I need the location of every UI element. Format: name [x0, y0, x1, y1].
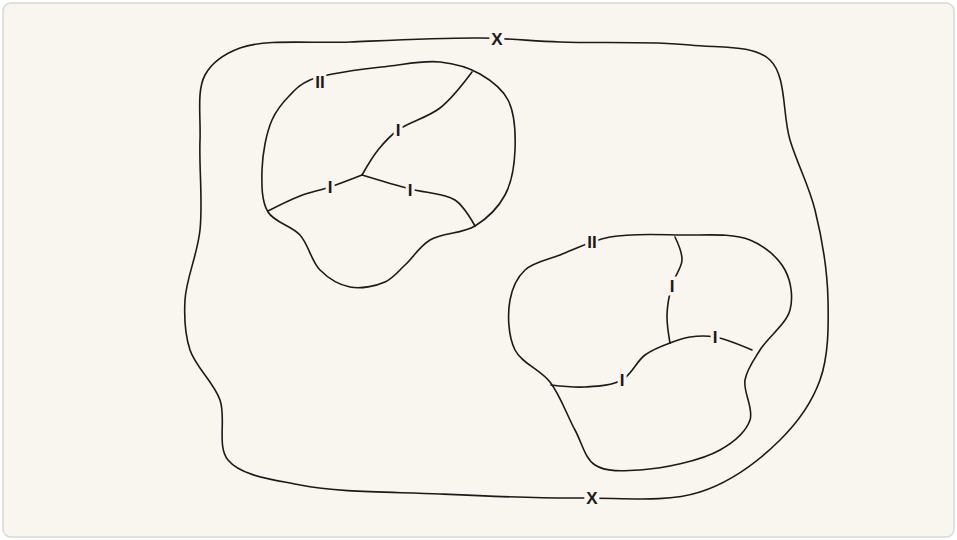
boundary-mark: II — [313, 73, 326, 92]
region-boundary — [509, 234, 792, 471]
inner-boundary — [362, 72, 472, 175]
boundary-mark: I — [668, 277, 677, 296]
inner-boundary — [268, 175, 362, 211]
boundary-mark: I — [711, 328, 720, 347]
boundary-mark: I — [326, 178, 335, 197]
boundary-mark: X — [489, 30, 504, 49]
boundary-mark: II — [585, 233, 598, 252]
boundary-mark: I — [394, 121, 403, 140]
inner-boundary — [667, 237, 682, 343]
boundary-mark: I — [618, 371, 627, 390]
boundary-mark: X — [584, 489, 599, 508]
outer-boundary — [185, 38, 829, 499]
region-boundary — [262, 62, 515, 288]
inner-boundary — [551, 343, 670, 387]
frame — [3, 3, 954, 537]
inner-boundary — [362, 175, 475, 226]
boundary-mark: I — [406, 181, 415, 200]
